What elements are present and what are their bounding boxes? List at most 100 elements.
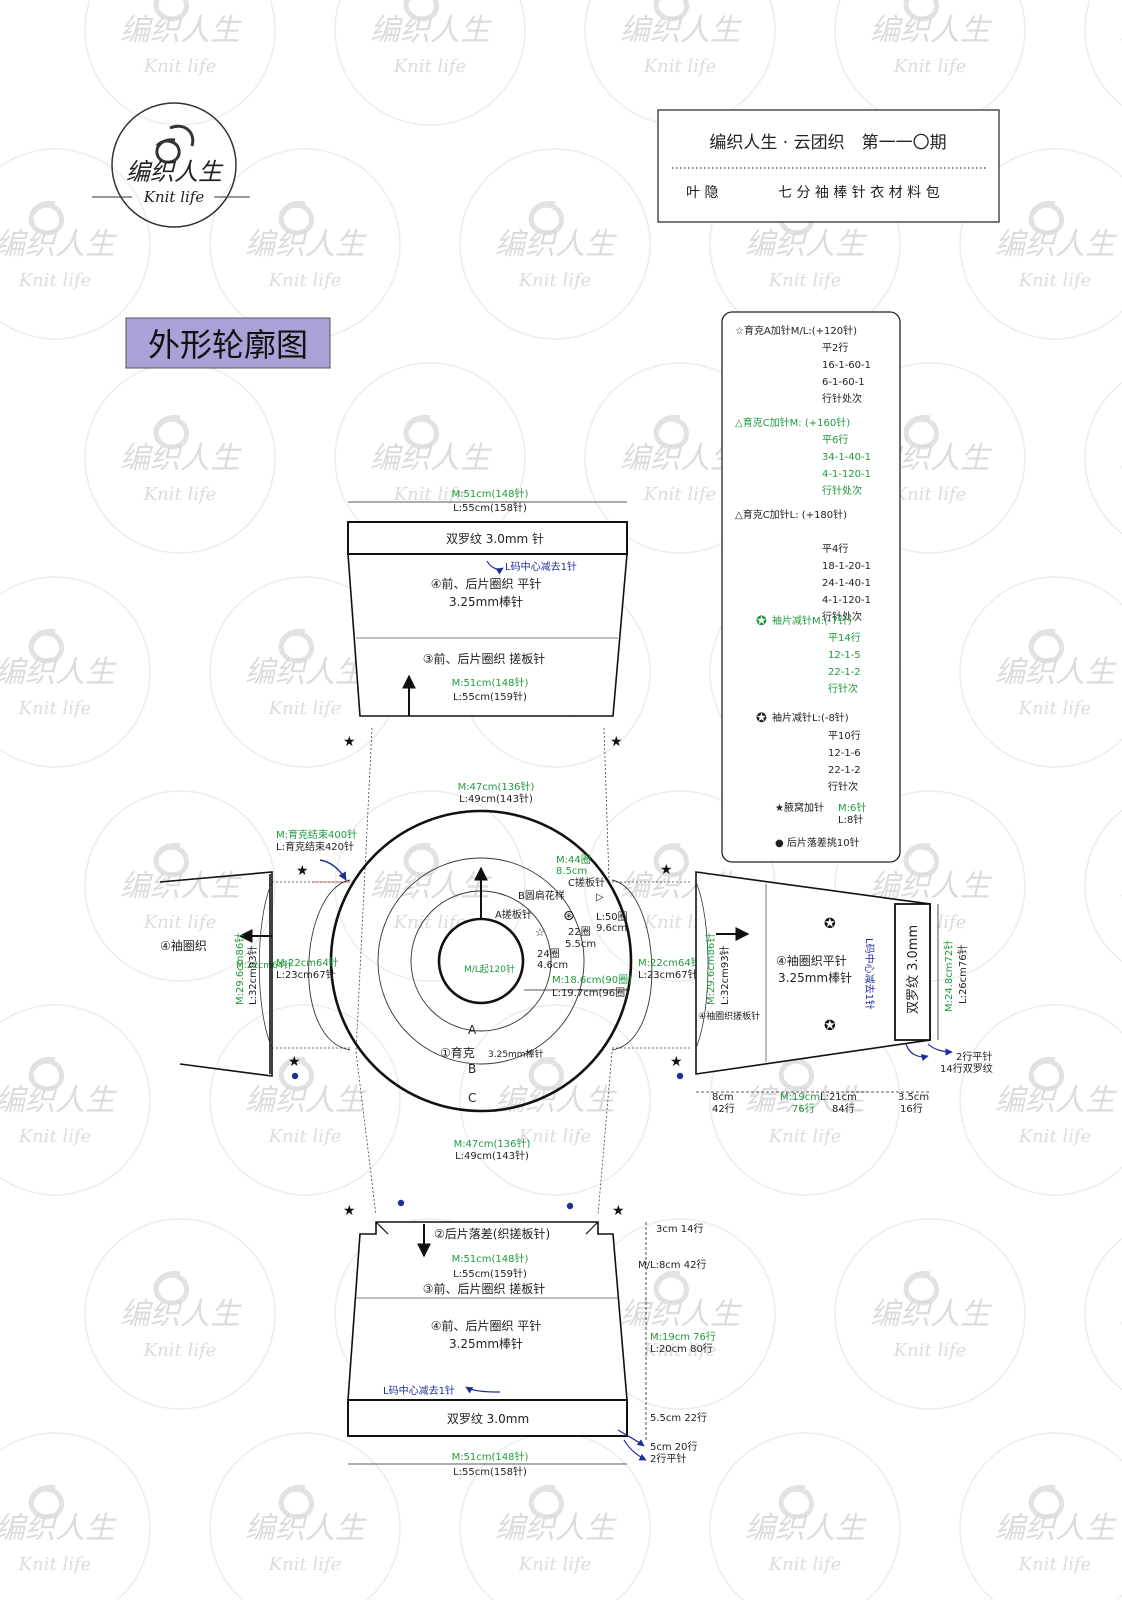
watermark-ring <box>459 1004 651 1196</box>
yoke-needle: 3.25mm棒针 <box>488 1048 544 1060</box>
watermark-swirl-icon <box>28 1056 64 1092</box>
yoke-right-l: L:23cm67针 <box>638 968 698 981</box>
yoke-r22: 22圈 <box>568 926 591 938</box>
watermark-ring <box>0 1432 151 1600</box>
watermark-cn: 编织人生 <box>0 655 117 690</box>
legend-line: 34-1-40-1 <box>822 452 871 463</box>
watermark-en: Knit life <box>768 1554 842 1575</box>
right-cuff-band <box>894 903 931 1041</box>
bottom-r3l: L:20cm 80行 <box>650 1342 713 1355</box>
watermark-en: Knit life <box>268 698 342 719</box>
watermark-en: Knit life <box>768 1126 842 1147</box>
watermark-ring <box>459 148 651 340</box>
watermark-cn: 编织人生 <box>745 227 867 262</box>
right-d1b: 42行 <box>712 1102 735 1115</box>
watermark-cn: 编织人生 <box>370 869 492 904</box>
right-cuff-m: M:24.8cm72针 <box>942 940 955 1012</box>
header-frame <box>657 109 1000 223</box>
watermark-cn: 编织人生 <box>495 227 617 262</box>
watermark-ring <box>1084 0 1122 107</box>
yoke-end-l: L:育克结束420针 <box>276 840 354 853</box>
watermark-ring <box>0 576 151 768</box>
top-body-label: ④前、后片圈织 平针 <box>431 576 542 591</box>
watermark-en: Knit life <box>893 1340 967 1361</box>
right-cuff-rib: 双罗纹 3.0mm <box>906 925 921 1014</box>
triangle-icon: ▷ <box>596 892 604 903</box>
watermark-cn: 编织人生 <box>1120 13 1122 48</box>
yoke-m44-cm: 8.5cm <box>556 866 587 877</box>
legend-line: 行针处次 <box>822 610 862 623</box>
yoke-left-bulge <box>308 879 351 1051</box>
yoke-l50-cm: 9.6cm <box>596 923 627 934</box>
top-l-dec-arrow <box>486 560 504 575</box>
watermark-en: Knit life <box>268 1126 342 1147</box>
legend-line: 平2行 <box>822 341 848 354</box>
dot-icon <box>676 1072 684 1080</box>
watermark-en: Knit life <box>1018 698 1092 719</box>
watermark-swirl-icon <box>403 0 439 22</box>
watermark-ring <box>84 790 276 982</box>
top-rib-band <box>347 521 628 555</box>
left-sleeve-m: M:29.6cm86针 <box>233 933 246 1005</box>
star-icon: ★ <box>288 1054 301 1070</box>
brand-logo: 编织人生 Knit life <box>92 102 250 228</box>
watermark-cn: 编织人生 <box>995 1511 1117 1546</box>
legend-line: 平4行 <box>822 542 848 555</box>
bottom-r2: M/L:8cm 42行 <box>638 1258 706 1271</box>
watermark-en: Knit life <box>518 270 592 291</box>
yoke-left-m-2: M:22cm64针 <box>276 956 339 969</box>
bottom-body-label: ④前、后片圈织 平针 <box>431 1318 542 1333</box>
bottom-w1-m: M:51cm(148针) <box>452 1252 529 1265</box>
watermark-swirl-icon <box>28 628 64 664</box>
yoke-right-bulge <box>611 879 653 1051</box>
logo-ring <box>111 102 237 228</box>
right-d2c: 76行 <box>792 1102 815 1115</box>
header-box: 编织人生 · 云团织 第一一〇期 叶 隐 七 分 袖 棒 针 衣 材 料 包 <box>657 109 1000 223</box>
watermark-cn: 编织人生 <box>370 13 492 48</box>
right-sleeve-needle: 3.25mm棒针 <box>778 970 852 985</box>
legend-line: 行针次 <box>828 682 858 695</box>
watermark-cn: 编织人生 <box>245 1083 367 1118</box>
watermark-en: Knit life <box>143 56 217 77</box>
bottom-piece: ★ ★ ②后片落差(织搓板针) M:51cm(148针) L:55cm(159针… <box>343 1199 716 1478</box>
watermark-swirl-icon <box>153 842 189 878</box>
watermark-cn: 编织人生 <box>370 441 492 476</box>
logo-en: Knit life <box>143 188 205 206</box>
star-outline-icon: ✪ <box>824 1018 836 1034</box>
header-name: 叶 隐 <box>686 185 718 201</box>
legend-yoke-c-l-title: △育克C加针L: (+180针) <box>735 508 847 521</box>
watermark-swirl-icon <box>403 414 439 450</box>
bottom-rib-band <box>347 1399 628 1437</box>
watermark-en: Knit life <box>393 484 467 505</box>
bottom-back-drop: ②后片落差(织搓板针) <box>434 1226 550 1241</box>
legend-line: 平10行 <box>828 729 861 742</box>
yoke-left-l: L:23cm67针 <box>276 968 336 981</box>
yoke-r24: 24圈 <box>537 948 560 960</box>
watermark-en: Knit life <box>1018 270 1092 291</box>
right-d1a: 8cm <box>712 1092 734 1103</box>
legend-line: 12-1-5 <box>828 650 861 661</box>
top-short-rows: ③前、后片圈织 搓板针 <box>423 651 546 666</box>
watermark-en: Knit life <box>143 912 217 933</box>
watermark-cn: 编织人生 <box>245 1511 367 1546</box>
right-sleeve-garter: ④袖圈织搓板针 <box>698 1010 760 1022</box>
watermark-swirl-icon <box>153 414 189 450</box>
yoke-end-arrow <box>319 859 347 881</box>
watermark-cn: 编织人生 <box>1120 1297 1122 1332</box>
legend-line: 24-1-40-1 <box>822 578 871 589</box>
watermark-swirl-icon <box>528 1056 564 1092</box>
page-title: 外形轮廓图 <box>125 317 331 369</box>
watermark-cn: 编织人生 <box>120 441 242 476</box>
watermark-swirl-icon <box>278 200 314 236</box>
bottom-rib-label: 双罗纹 3.0mm <box>447 1412 529 1426</box>
left-sleeve-label: ④袖圈织 <box>160 938 207 953</box>
legend-underarm-title: ★腋窝加针 <box>775 801 824 814</box>
watermark-ring <box>0 148 151 340</box>
right-sleeve-l: L:32cm93针 <box>718 945 731 1005</box>
watermark-ring <box>834 1218 1026 1410</box>
watermark-cn: 编织人生 <box>1120 441 1122 476</box>
legend-line: 22-1-2 <box>828 667 861 678</box>
watermark-swirl-icon <box>1028 1484 1064 1520</box>
